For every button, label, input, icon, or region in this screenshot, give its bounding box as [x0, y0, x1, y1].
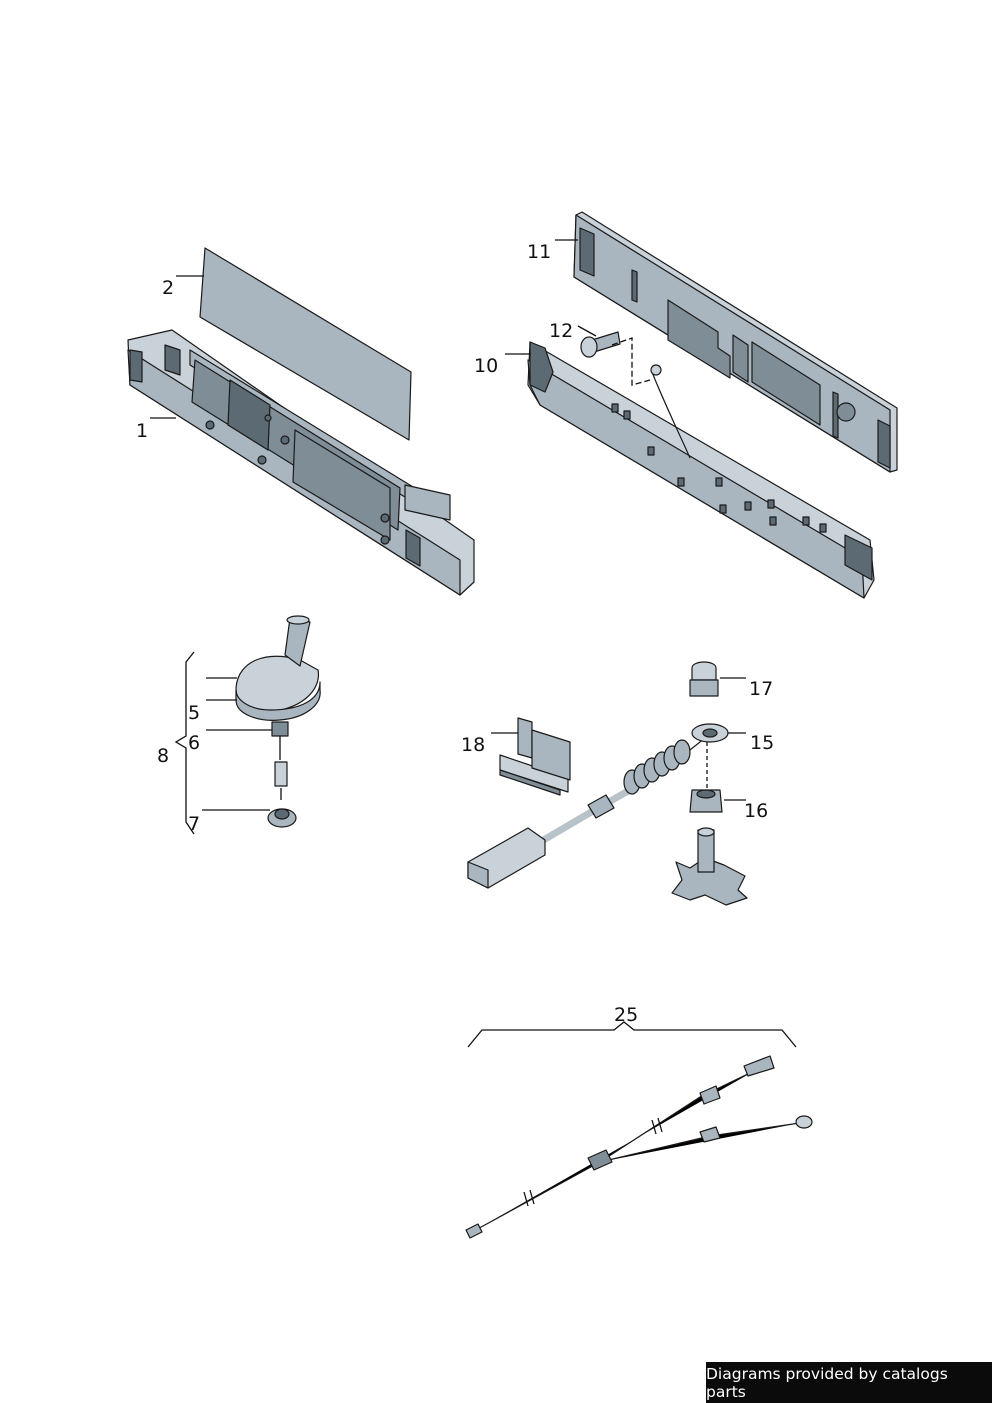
antenna-assembly	[235, 615, 321, 828]
part-18-clip	[499, 717, 571, 796]
callout-11: 11	[527, 241, 551, 263]
callout-1: 1	[136, 420, 148, 442]
part-11-panel	[573, 211, 898, 473]
callout-16: 16	[744, 800, 768, 822]
callout-18: 18	[461, 734, 485, 756]
callout-17: 17	[749, 678, 773, 700]
part-25-harness	[465, 1021, 813, 1239]
footer-credit: Diagrams provided by catalogs parts	[706, 1362, 992, 1403]
callout-labels: 2 1 11 12 10 5 6 8 7 18 17 15 16 25	[136, 241, 774, 1026]
part-12-screw	[580, 331, 651, 386]
callout-25: 25	[614, 1004, 638, 1026]
callout-5: 5	[188, 702, 200, 724]
footer-text: Diagrams provided by catalogs parts	[706, 1364, 948, 1401]
part-2-pad	[199, 247, 412, 441]
ground-cable-assembly	[467, 661, 748, 906]
part-10-rail	[527, 341, 875, 599]
callout-15: 15	[750, 732, 774, 754]
coil-spring	[623, 739, 691, 795]
callout-8: 8	[157, 745, 169, 767]
callout-7: 7	[188, 813, 200, 835]
part-1-bracket	[127, 329, 475, 596]
leader-lines	[150, 239, 746, 835]
callout-10: 10	[474, 355, 498, 377]
callout-2: 2	[162, 277, 174, 299]
callout-6: 6	[188, 732, 200, 754]
callout-12: 12	[549, 320, 573, 342]
